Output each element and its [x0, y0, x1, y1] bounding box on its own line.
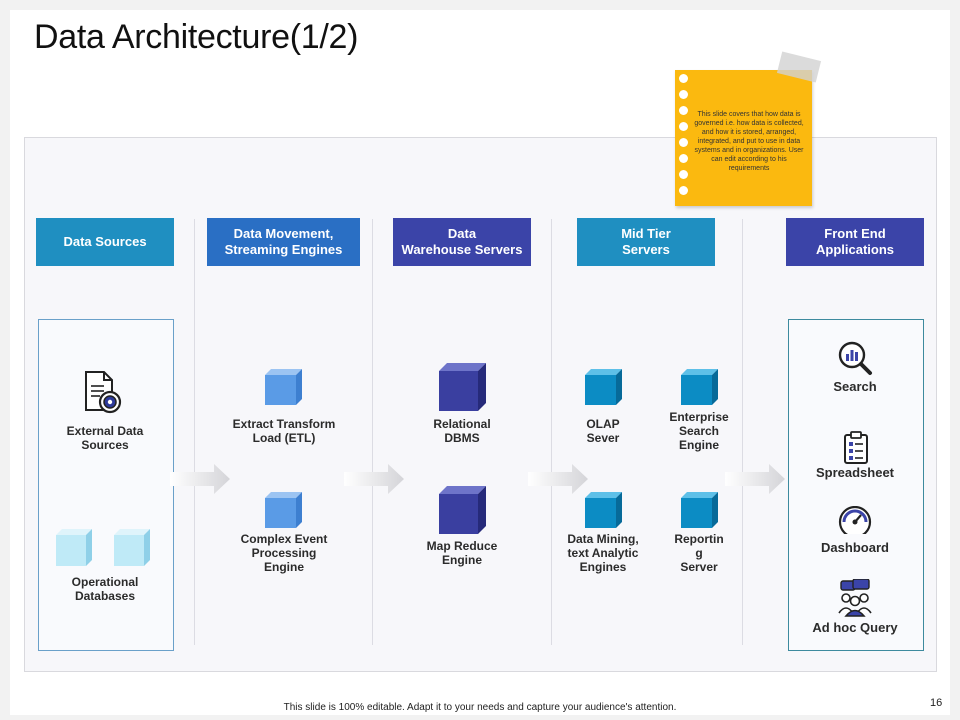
- external-data-sources-label: External Data Sources: [66, 424, 144, 452]
- etl-label: Extract Transform Load (ETL): [232, 417, 336, 445]
- map-reduce-cube: [439, 486, 486, 534]
- column-header-front-end: Front End Applications: [786, 218, 924, 266]
- data-mining-label: Data Mining, text Analytic Engines: [567, 532, 639, 574]
- note-punch-hole: [679, 106, 688, 115]
- olap-label: OLAP Sever: [586, 417, 620, 445]
- document-gear-icon: [85, 371, 122, 414]
- flow-arrow: [725, 464, 785, 494]
- page-number: 16: [930, 697, 943, 709]
- operational-database-cube: [114, 529, 150, 566]
- column-divider: [742, 219, 743, 645]
- spreadsheet-label: Spreadsheet: [815, 465, 895, 480]
- search-icon: [838, 341, 872, 375]
- adhoc-query-label: Ad hoc Query: [812, 620, 898, 635]
- note-punch-hole: [679, 74, 688, 83]
- column-header-data-movement: Data Movement, Streaming Engines: [207, 218, 360, 266]
- clipboard-icon: [844, 431, 868, 464]
- dashboard-label: Dashboard: [821, 540, 889, 555]
- note-punch-hole: [679, 122, 688, 131]
- people-chat-icon: [838, 579, 872, 617]
- note-punch-hole: [679, 186, 688, 195]
- note-punch-hole: [679, 138, 688, 147]
- enterprise-search-cube: [681, 369, 718, 405]
- enterprise-search-label: Enterprise Search Engine: [669, 410, 729, 452]
- flow-arrow: [344, 464, 404, 494]
- front-end-box: [788, 319, 924, 651]
- data-mining-cube: [585, 492, 622, 528]
- flow-arrow: [528, 464, 588, 494]
- operational-databases-label: Operational Databases: [71, 575, 139, 603]
- relational-dbms-cube: [439, 363, 486, 411]
- relational-dbms-label: Relational DBMS: [433, 417, 491, 445]
- footer-text: This slide is 100% editable. Adapt it to…: [283, 702, 677, 713]
- cep-cube: [265, 492, 302, 528]
- note-punch-hole: [679, 170, 688, 179]
- map-reduce-label: Map Reduce Engine: [426, 539, 498, 567]
- column-header-mid-tier: Mid Tier Servers: [577, 218, 715, 266]
- note-text: This slide covers that how data is gover…: [694, 111, 804, 172]
- note-punch-hole: [679, 154, 688, 163]
- column-divider: [372, 219, 373, 645]
- etl-cube: [265, 369, 302, 405]
- sticky-note: This slide covers that how data is gover…: [675, 70, 812, 206]
- flow-arrow: [170, 464, 230, 494]
- gauge-icon: [838, 506, 872, 534]
- column-divider: [194, 219, 195, 645]
- reporting-server-label: Reportin g Server: [674, 532, 724, 574]
- cep-label: Complex Event Processing Engine: [240, 532, 328, 574]
- column-divider: [551, 219, 552, 645]
- column-header-data-sources: Data Sources: [36, 218, 174, 266]
- olap-cube: [585, 369, 622, 405]
- note-punch-hole: [679, 90, 688, 99]
- search-label: Search: [833, 379, 877, 394]
- operational-database-cube: [56, 529, 92, 566]
- column-header-warehouse-servers: Data Warehouse Servers: [393, 218, 531, 266]
- reporting-server-cube: [681, 492, 718, 528]
- page-title: Data Architecture(1/2): [34, 18, 359, 56]
